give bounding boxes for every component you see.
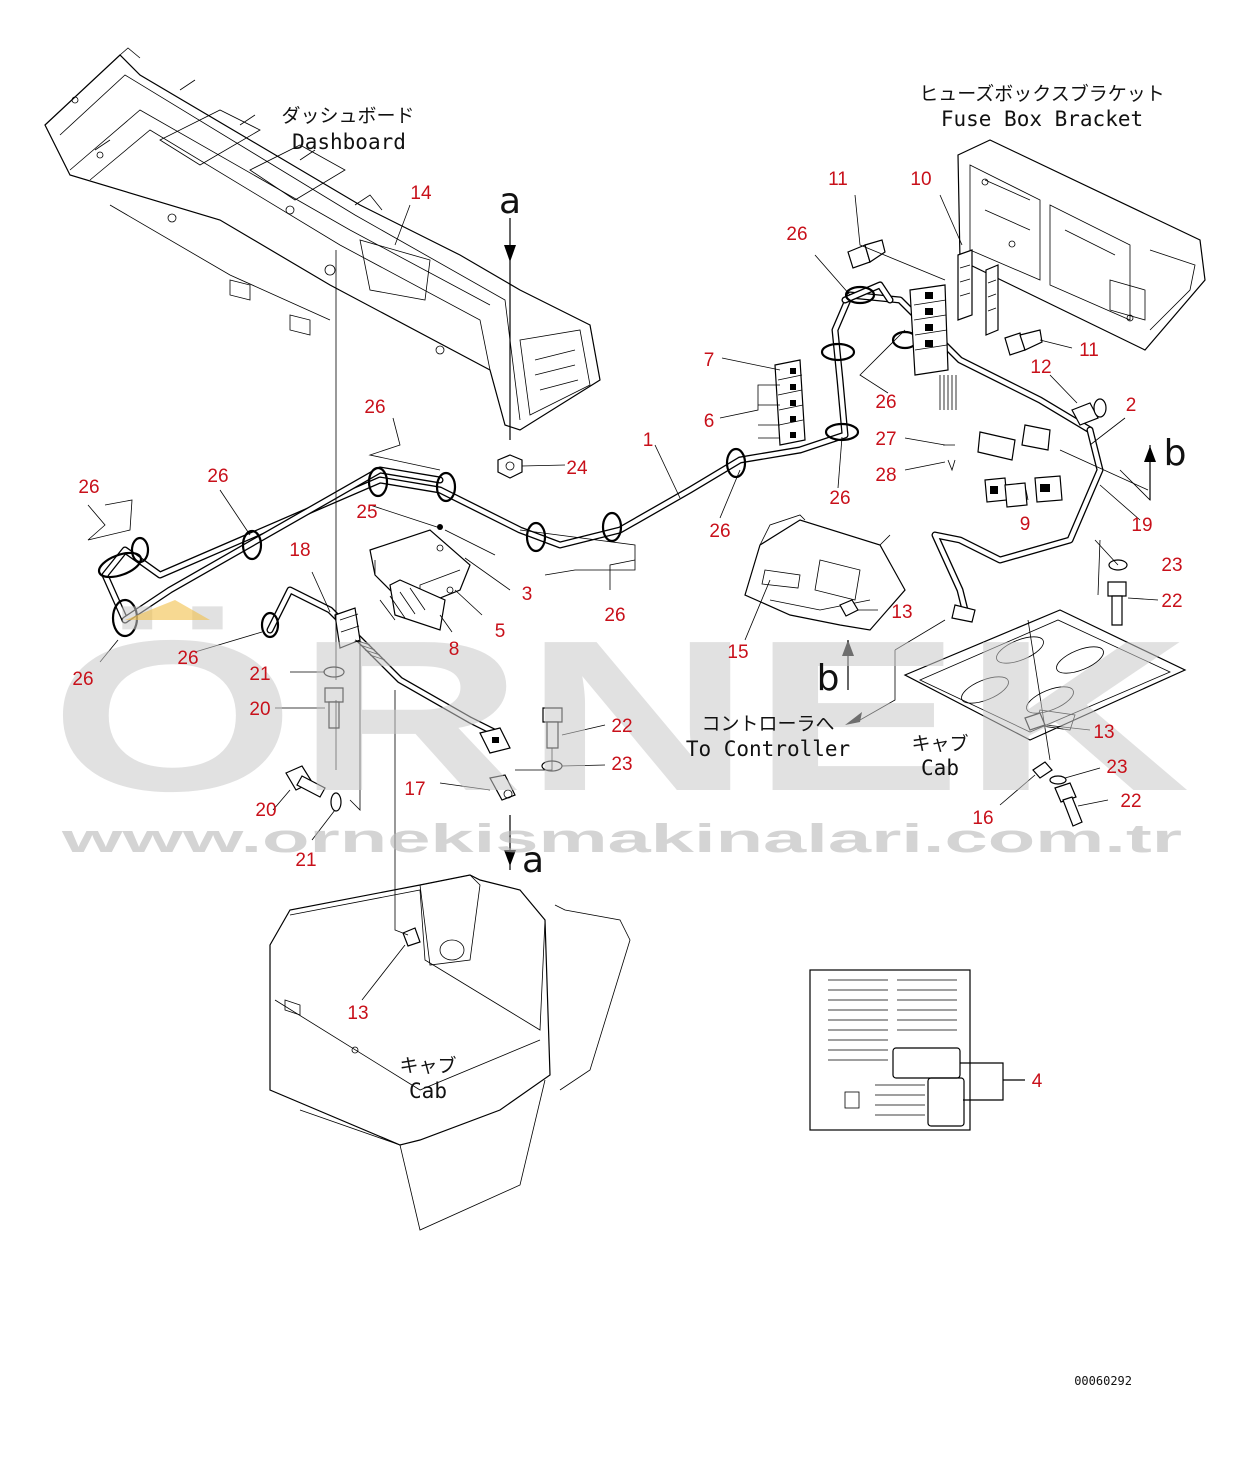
connector-cluster	[984, 475, 1063, 508]
decal-label	[809, 969, 1025, 1131]
callout-5: 5	[495, 621, 506, 642]
callout-13-cab: 13	[347, 1003, 368, 1024]
callout-22-lower-right: 22	[1120, 791, 1141, 812]
cab-frame	[269, 874, 631, 1231]
fuse-box-connectors	[909, 284, 1051, 461]
callout-23-middle: 23	[611, 754, 632, 775]
cab-bottom-caption-en: Cab	[409, 1079, 447, 1103]
callout-4: 4	[1032, 1071, 1043, 1092]
leader-lines	[87, 194, 1159, 1001]
callout-24: 24	[566, 458, 588, 479]
view-letters: a a b b	[499, 181, 1186, 881]
callout-26-fuse: 26	[875, 392, 896, 413]
callout-1: 1	[643, 430, 654, 451]
controller-caption-ja: コントローラへ	[701, 713, 834, 735]
callout-26-clamp: 26	[709, 521, 730, 542]
fuse-holder-strip	[957, 249, 999, 336]
relay-connectors	[774, 359, 806, 446]
callout-26-left-upper: 26	[207, 466, 228, 487]
callout-13-center: 13	[891, 602, 912, 623]
cab-right-caption-ja: キャブ	[911, 732, 968, 755]
cab-bottom-caption-ja: キャブ	[399, 1054, 456, 1077]
dashboard-caption-ja: ダッシュボード	[281, 105, 414, 127]
callout-26-bottom-left: 26	[72, 669, 93, 690]
callout-25: 25	[356, 502, 377, 523]
cab-right-caption-en: Cab	[921, 756, 959, 780]
callout-23-lower-right: 23	[1106, 757, 1127, 778]
callout-12: 12	[1030, 357, 1051, 378]
callout-8: 8	[449, 639, 460, 660]
watermark: ÖRNEK www.ornekismakinalari.com.tr	[50, 595, 1190, 861]
callout-9: 9	[1020, 514, 1031, 535]
callout-26-far-left: 26	[78, 477, 99, 498]
dashboard-caption-en: Dashboard	[292, 130, 406, 154]
callout-21-upper: 21	[249, 664, 270, 685]
bolts-and-washers	[285, 239, 1128, 947]
callout-6: 6	[704, 411, 715, 432]
callout-15: 15	[727, 642, 748, 663]
watermark-url: www.ornekismakinalari.com.tr	[60, 817, 1182, 861]
callout-26-mid: 26	[364, 397, 385, 418]
callout-19: 19	[1131, 515, 1152, 536]
watermark-brand: ÖRNEK	[50, 595, 1190, 836]
callout-20-lower: 20	[255, 800, 276, 821]
drawing-code: 00060292	[1074, 1374, 1132, 1388]
callout-22-right: 22	[1161, 591, 1182, 612]
fuse-bracket-caption-ja: ヒューズボックスブラケット	[919, 82, 1164, 105]
callout-26-center: 26	[829, 488, 850, 509]
callout-17: 17	[404, 779, 425, 800]
callout-27: 27	[875, 429, 896, 450]
fuse-bracket-caption-en: Fuse Box Bracket	[941, 107, 1143, 131]
callout-11-top: 11	[828, 169, 848, 190]
callout-numbers: 14 11 10 26 11 12 7 6 26 2 26 24 1 27 28…	[72, 169, 1182, 1092]
callout-20-upper: 20	[249, 699, 270, 720]
callout-18: 18	[289, 540, 310, 561]
controller-plate	[903, 604, 1187, 741]
callout-26-lower: 26	[604, 605, 625, 626]
callout-10: 10	[910, 169, 931, 190]
harness-clamps	[97, 285, 919, 639]
mount-bracket	[369, 529, 471, 631]
callout-3: 3	[522, 584, 533, 605]
captions: ダッシュボード Dashboard ヒューズボックスブラケット Fuse Box…	[281, 82, 1164, 1103]
callout-26-top: 26	[786, 224, 807, 245]
callout-2: 2	[1126, 395, 1137, 416]
callout-23-right: 23	[1161, 555, 1182, 576]
callout-14: 14	[410, 183, 432, 204]
view-marker-b-right: b	[1164, 433, 1187, 474]
view-marker-b-center: b	[817, 658, 840, 699]
view-arrows	[504, 218, 1156, 870]
view-marker-a-top: a	[499, 181, 521, 222]
main-wire-harness	[101, 281, 1104, 739]
terminal-cluster	[334, 607, 386, 661]
watermark-accent-icon	[125, 600, 210, 620]
callout-28: 28	[875, 465, 896, 486]
callout-7: 7	[704, 350, 715, 371]
callout-16: 16	[972, 808, 993, 829]
view-marker-a-bottom: a	[522, 840, 544, 881]
callout-22-middle: 22	[611, 716, 632, 737]
controller-caption-en: To Controller	[686, 737, 850, 761]
callout-21-lower: 21	[295, 850, 316, 871]
callout-11-right: 11	[1079, 340, 1099, 361]
dashboard-frame	[44, 47, 601, 431]
ring-terminal	[479, 727, 516, 801]
callout-26-left-lower: 26	[177, 648, 198, 669]
callout-13-right: 13	[1093, 722, 1114, 743]
